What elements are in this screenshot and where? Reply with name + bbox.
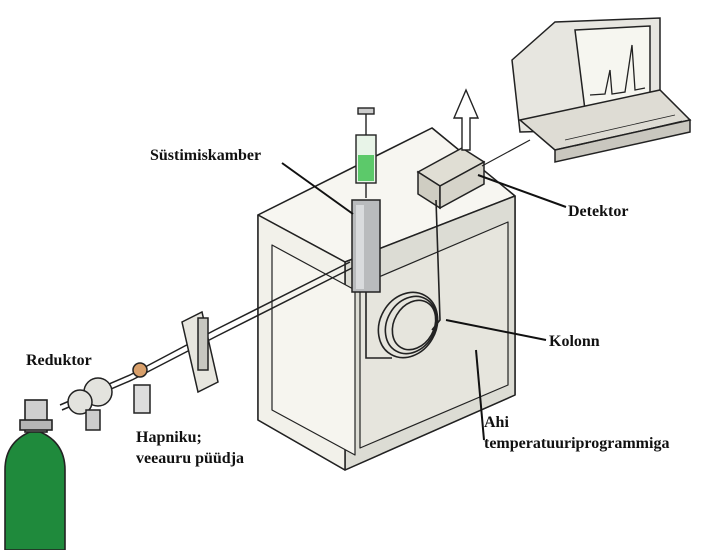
label-filter-line1: Hapniku; xyxy=(136,429,202,446)
detector-cable xyxy=(481,139,531,167)
gas-cylinder-icon xyxy=(4,399,66,550)
label-detector: Detektor xyxy=(568,203,629,220)
keyboard-icon xyxy=(518,89,692,163)
exhaust-arrow-icon xyxy=(452,88,480,151)
leader-oven xyxy=(475,349,485,441)
column-coil xyxy=(365,199,441,359)
trap-icon xyxy=(181,310,219,394)
injection-syringe xyxy=(355,107,377,198)
leader-column xyxy=(445,319,547,341)
label-injection-chamber: Süstimiskamber xyxy=(150,147,262,164)
label-filter-line2: veeauru püüdja xyxy=(136,450,245,467)
leader-injection xyxy=(281,162,354,215)
leader-lines xyxy=(281,162,567,441)
injection-chamber xyxy=(351,199,381,293)
label-oven-line1: Ahi xyxy=(484,414,509,431)
label-reducer: Reduktor xyxy=(26,352,92,369)
regulator-icon xyxy=(67,362,151,431)
label-column: Kolonn xyxy=(549,333,600,350)
leader-detector xyxy=(477,174,567,208)
label-oven-line2: temperatuuriprogrammiga xyxy=(484,435,670,452)
detector-box xyxy=(416,147,486,210)
